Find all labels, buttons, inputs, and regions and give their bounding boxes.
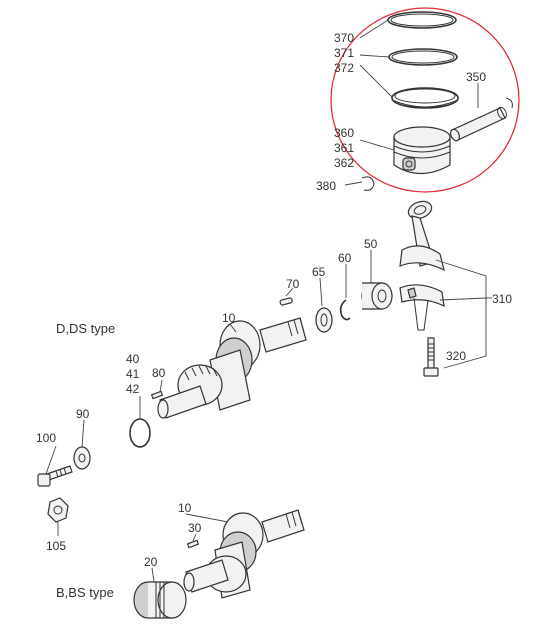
bolt-100: [37, 465, 73, 487]
label-42: 42: [126, 382, 140, 396]
ring-40: [129, 418, 151, 448]
label-70: 70: [286, 277, 300, 291]
label-10-b-type: 10: [178, 501, 192, 515]
label-320: 320: [446, 349, 466, 363]
piston-rings: [387, 11, 459, 109]
highlight-ellipse: [330, 7, 520, 193]
washer-90: [73, 446, 91, 470]
crankshaft-b-type: [183, 509, 305, 599]
label-100: 100: [36, 431, 56, 445]
woodruff-key-70: [279, 297, 293, 306]
piston-pin: [449, 97, 513, 142]
label-b-bs-type: B,BS type: [56, 585, 114, 600]
connecting-rod: [399, 200, 445, 272]
crankshaft-d-type: [157, 317, 307, 419]
label-360: 360: [334, 126, 354, 140]
label-30: 30: [188, 521, 202, 535]
rod-cap: [399, 284, 445, 331]
snap-ring-60: [339, 299, 351, 321]
label-380: 380: [316, 179, 336, 193]
label-80: 80: [152, 366, 166, 380]
label-50: 50: [364, 237, 378, 251]
gear-50: [361, 282, 393, 310]
label-362: 362: [334, 156, 354, 170]
label-371: 371: [334, 46, 354, 60]
label-60: 60: [338, 251, 352, 265]
key-80: [150, 390, 164, 400]
label-20: 20: [144, 555, 158, 569]
label-105: 105: [46, 539, 66, 553]
washer-65: [315, 307, 333, 333]
label-350: 350: [466, 70, 486, 84]
label-40: 40: [126, 352, 140, 366]
key-30: [186, 539, 200, 549]
piston-clip: [361, 176, 375, 191]
label-41: 41: [126, 367, 140, 381]
label-310: 310: [492, 292, 512, 306]
label-370: 370: [334, 31, 354, 45]
gear-20: [133, 581, 187, 619]
label-10-d-type: 10: [222, 311, 236, 325]
label-361: 361: [334, 141, 354, 155]
rod-bolt: [423, 337, 439, 377]
nut-105: [47, 497, 69, 523]
label-372: 372: [334, 61, 354, 75]
leader-lines: [45, 19, 492, 583]
label-90: 90: [76, 407, 90, 421]
label-65: 65: [312, 265, 326, 279]
piston: [393, 126, 451, 175]
label-d-ds-type: D,DS type: [56, 321, 115, 336]
